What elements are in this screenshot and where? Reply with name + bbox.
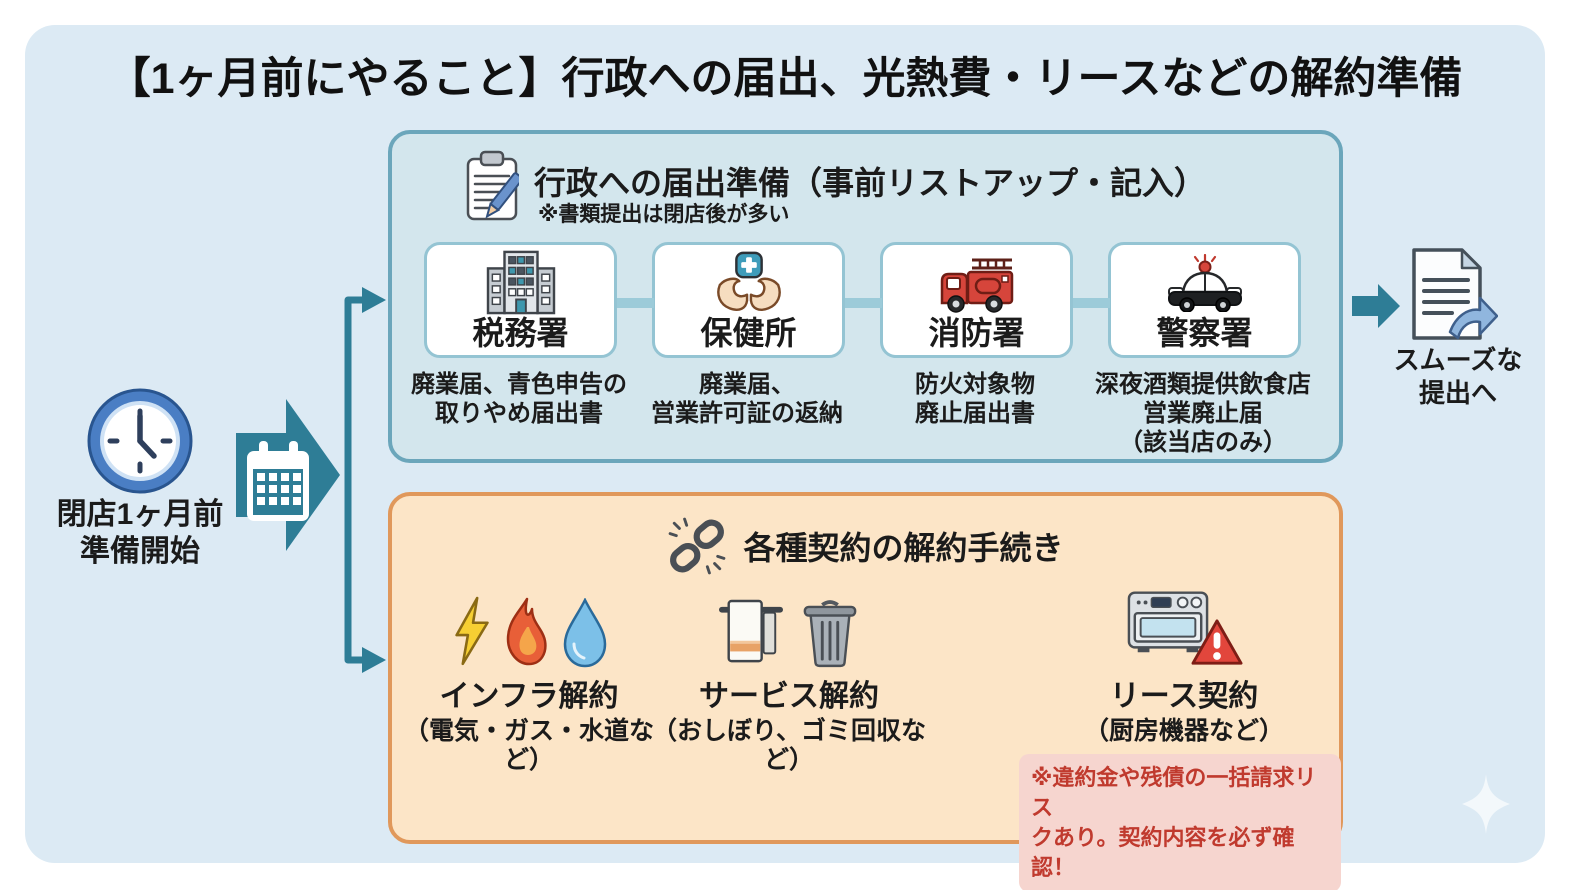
office-description: 廃業届、青色申告の 取りやめ届出書 <box>411 371 627 427</box>
office-item: 消防署 防火対象物 廃止届出書 <box>880 242 1073 428</box>
office-connector <box>1073 298 1110 308</box>
infrastructure-icons <box>404 582 654 668</box>
contract-item: リース契約 （厨房機器など） <box>1044 582 1324 746</box>
contracts-header: 各種契約の解約手続き <box>392 516 1339 576</box>
office-description: 廃業届、 営業許可証の返納 <box>651 371 843 427</box>
office-description: 防火対象物 廃止届出書 <box>915 371 1035 427</box>
office-box: 税務署 <box>424 242 617 358</box>
contract-item-sublabel: （厨房機器など） <box>1083 717 1284 745</box>
office-description: 深夜酒類提供飲食店 営業廃止届 （該当店のみ） <box>1095 371 1311 456</box>
water-drop-icon <box>562 598 608 668</box>
admin-section: 行政への届出準備（事前リストアップ・記入） ※書類提出は閉店後が多い <box>388 130 1343 463</box>
contracts-heading: 各種契約の解約手続き <box>743 530 1064 566</box>
admin-note: ※書類提出は閉店後が多い <box>538 203 790 226</box>
office-item: 税務署 廃業届、青色申告の 取りやめ届出書 <box>411 242 627 428</box>
broken-chain-icon <box>667 516 727 576</box>
contract-item: サービス解約 （おしぼり、ゴミ回収など） <box>644 582 934 775</box>
office-box: 消防署 <box>880 242 1073 358</box>
contract-item: インフラ解約 （電気・ガス・水道など） <box>404 582 654 775</box>
outcome-label: スムーズな 提出へ <box>1393 345 1523 408</box>
lease-icons <box>1126 582 1244 668</box>
towel-icon <box>719 598 783 668</box>
office-box: 保健所 <box>652 242 845 358</box>
branch-connector <box>336 283 392 683</box>
fire-truck-icon <box>938 245 1016 315</box>
warning-triangle-icon <box>1190 618 1244 668</box>
office-name: 警察署 <box>1156 315 1253 351</box>
flame-icon <box>500 596 554 668</box>
contract-item-label: リース契約 <box>1109 680 1259 713</box>
office-box: 警察署 <box>1108 242 1301 358</box>
start-label: 閉店1ヶ月前 準備開始 <box>56 498 224 568</box>
lease-warning-note: ※違約金や残債の一括請求リス クあり。契約内容を必ず確認！ <box>1019 754 1341 890</box>
page-title: 【1ヶ月前にやること】行政への届出、光熱費・リースなどの解約準備 <box>107 55 1463 103</box>
police-car-icon <box>1166 245 1244 315</box>
trash-can-icon <box>801 598 859 668</box>
contract-item-label: インフラ解約 <box>439 680 619 713</box>
office-item: 保健所 廃業届、 営業許可証の返納 <box>651 242 845 428</box>
hands-medical-cross-icon <box>714 245 784 315</box>
office-item: 警察署 深夜酒類提供飲食店 営業廃止届 （該当店のみ） <box>1095 242 1311 457</box>
office-name: 税務署 <box>472 315 569 351</box>
calendar-arrow-icon <box>232 395 344 555</box>
office-name: 保健所 <box>700 315 797 351</box>
oven-icon <box>1126 586 1210 656</box>
clock-icon <box>86 387 194 495</box>
service-icons <box>644 582 934 668</box>
contract-item-sublabel: （おしぼり、ゴミ回収など） <box>651 717 926 774</box>
clipboard-pencil-icon <box>465 150 519 222</box>
contracts-section: 各種契約の解約手続き <box>388 492 1343 890</box>
office-connector <box>845 298 882 308</box>
document-submit-icon <box>1404 246 1498 346</box>
sparkle-icon <box>1458 772 1514 836</box>
arrow-right-icon <box>1350 281 1402 331</box>
office-connector <box>617 298 654 308</box>
admin-heading: 行政への届出準備（事前リストアップ・記入） <box>534 165 1207 201</box>
office-name: 消防署 <box>928 315 1025 351</box>
contract-item-sublabel: （電気・ガス・水道など） <box>404 717 655 774</box>
contract-item-label: サービス解約 <box>699 680 879 713</box>
lightning-icon <box>450 596 492 668</box>
government-building-icon <box>486 243 556 315</box>
